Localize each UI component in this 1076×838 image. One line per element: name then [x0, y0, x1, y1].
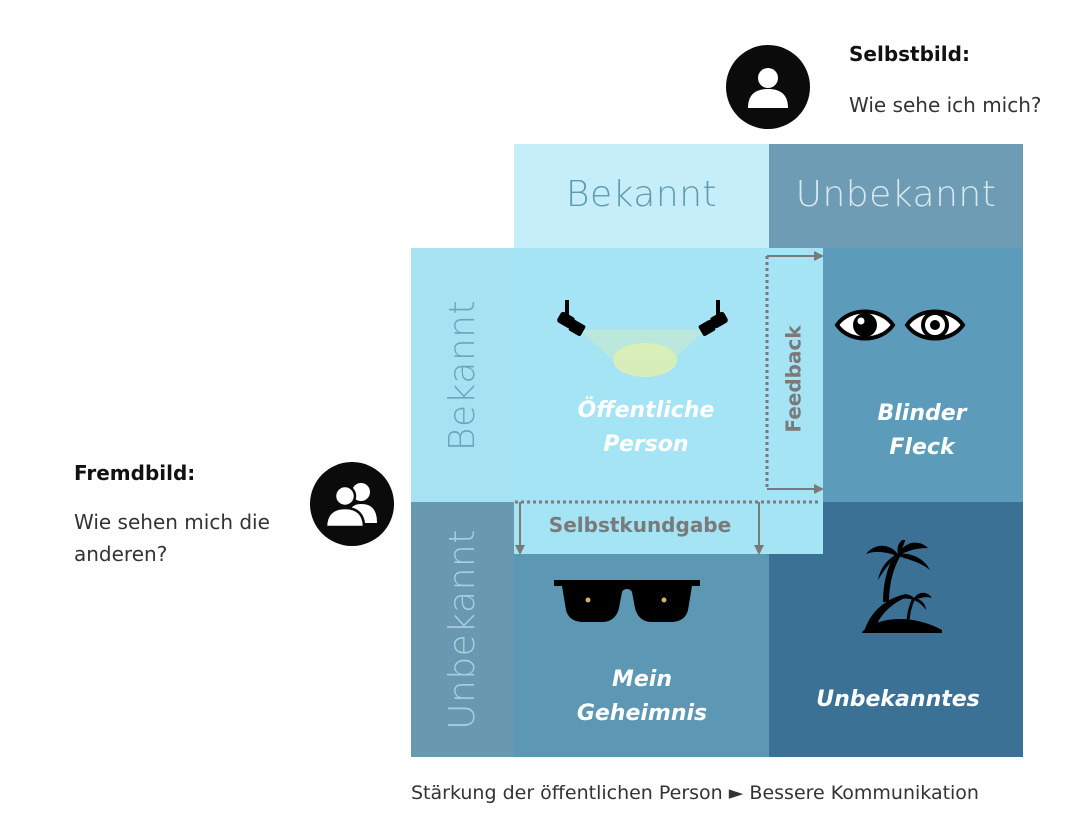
quadrant-blind-label-line2: Fleck — [889, 435, 955, 460]
quadrant-unknown-label-line1: Unbekanntes — [816, 687, 980, 712]
selbstbild-subtitle: Wie sehe ich mich? — [849, 93, 1042, 117]
eyes-icon — [834, 309, 966, 341]
fremdbild-avatar — [310, 462, 394, 546]
quadrant-blind-label-line1: Blinder — [877, 401, 967, 426]
column-header-known: Bekannt — [565, 173, 718, 215]
spotlights-icon — [557, 300, 728, 377]
feedback-label-wrap: Feedback — [744, 324, 844, 434]
quadrant-secret-label-line2: Geheimnis — [576, 701, 708, 726]
disclosure-label: Selbstkundgabe — [548, 513, 732, 537]
fremdbild-subtitle-line1: Wie sehen mich die — [74, 510, 270, 534]
group-icon — [324, 483, 377, 529]
fremdbild-title: Fremdbild: — [74, 461, 196, 485]
sunglasses-icon — [554, 580, 700, 622]
column-header-unknown-bg — [769, 144, 1023, 248]
quadrant-public-label: Öffentliche Person — [534, 394, 758, 462]
selbstbild-avatar — [726, 45, 810, 129]
quadrant-unknown-label: Unbekanntes — [786, 683, 1010, 717]
caption: Stärkung der öffentlichen Person ► Besse… — [411, 782, 979, 804]
selbstbild-title: Selbstbild: — [849, 42, 970, 66]
feedback-label: Feedback — [782, 325, 807, 433]
person-icon — [748, 68, 788, 108]
row-header-known-bg — [411, 248, 514, 502]
quadrant-public-label-line1: Öffentliche — [577, 398, 715, 423]
quadrant-blind-label: Blinder Fleck — [810, 397, 1034, 465]
quadrant-secret-label: Mein Geheimnis — [530, 663, 754, 731]
column-header-known-bg — [514, 144, 769, 248]
quadrant-secret-label-line1: Mein — [611, 667, 673, 692]
fremdbild-subtitle-line2: anderen? — [74, 542, 168, 566]
column-header-unknown: Unbekannt — [795, 173, 997, 215]
quadrant-public-label-line2: Person — [603, 432, 689, 457]
palm-island-icon — [862, 540, 942, 633]
row-header-unknown-bg — [411, 502, 514, 757]
